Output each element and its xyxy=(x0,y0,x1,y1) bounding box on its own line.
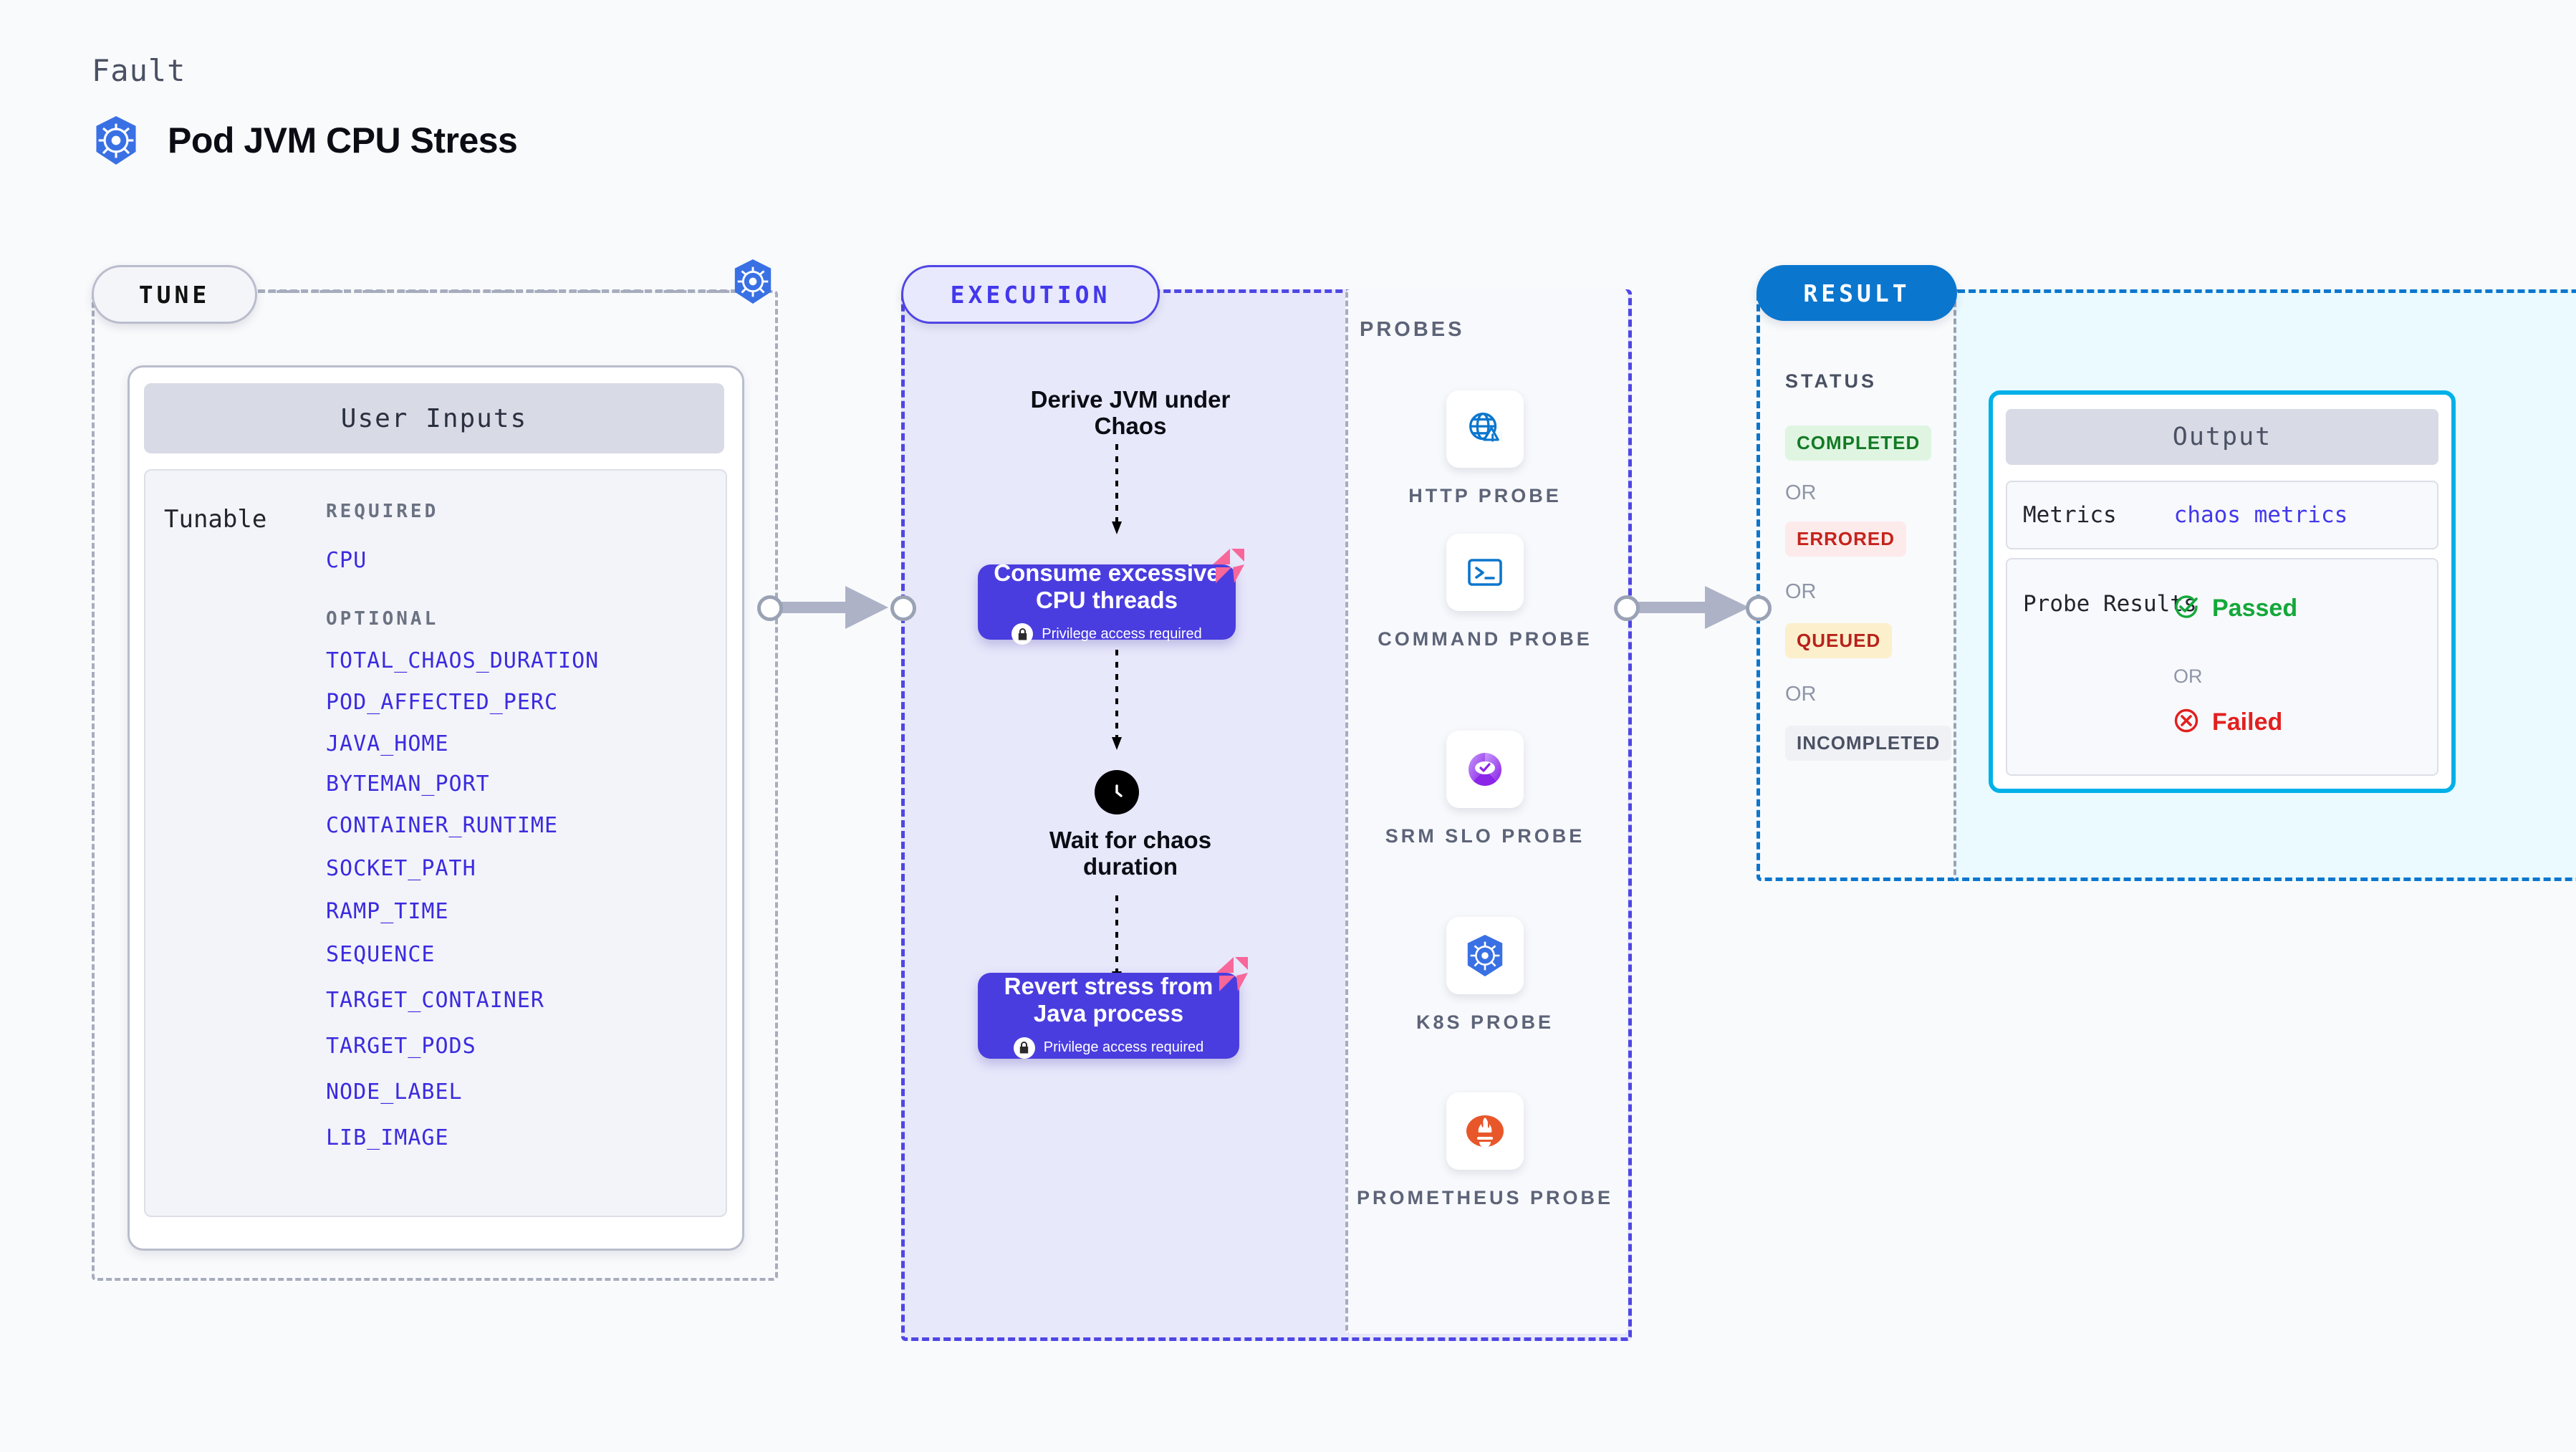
exec-action-consume-cpu[interactable]: Consume excessive CPU threads Privilege … xyxy=(978,549,1244,645)
user-inputs-header: User Inputs xyxy=(144,383,724,453)
probe-http[interactable]: HTTP PROBE xyxy=(1345,390,1625,509)
param-java-home[interactable]: JAVA_HOME xyxy=(326,731,449,756)
tune-pill[interactable]: TUNE xyxy=(92,265,257,324)
status-or-1: OR xyxy=(1785,481,1817,504)
result-zone xyxy=(1756,289,1964,881)
status-badge-completed: COMPLETED xyxy=(1785,425,1932,461)
metrics-value[interactable]: chaos metrics xyxy=(2173,502,2348,528)
connector-node-left xyxy=(757,595,783,621)
exec-action-revert-stress-note-text: Privilege access required xyxy=(1043,1039,1204,1056)
param-pod-affected-perc[interactable]: POD_AFFECTED_PERC xyxy=(326,690,559,715)
exec-action-consume-cpu-note-text: Privilege access required xyxy=(1042,625,1202,642)
page-title: Pod JVM CPU Stress xyxy=(168,120,518,160)
probe-results-label: Probe Results xyxy=(2023,591,2197,617)
lock-icon xyxy=(1011,623,1034,645)
tune-kubernetes-icon xyxy=(731,258,775,305)
param-target-container[interactable]: TARGET_CONTAINER xyxy=(326,988,544,1013)
group-heading-required: REQUIRED xyxy=(326,501,439,522)
terminal-icon xyxy=(1446,534,1524,611)
execution-pill-label: EXECUTION xyxy=(950,280,1111,309)
status-or-3: OR xyxy=(1785,683,1817,706)
param-node-label[interactable]: NODE_LABEL xyxy=(326,1080,463,1105)
chaos-marker-icon xyxy=(1209,954,1251,999)
metrics-label: Metrics xyxy=(2023,502,2117,528)
tune-connector-line xyxy=(258,289,759,293)
execution-pill[interactable]: EXECUTION xyxy=(901,265,1160,324)
probe-result-failed-label: Failed xyxy=(2212,708,2283,736)
probe-results-row: Probe Results Passed OR Failed xyxy=(2006,558,2438,776)
output-title: Output xyxy=(2172,423,2272,451)
probe-prometheus[interactable]: PROMETHEUS PROBE xyxy=(1345,1092,1625,1211)
connector-tune-to-execution xyxy=(765,582,908,637)
probe-command-label: COMMAND PROBE xyxy=(1378,628,1592,650)
clock-icon xyxy=(1095,770,1139,814)
exec-action-consume-cpu-title: Consume excessive CPU threads xyxy=(994,559,1220,613)
tunable-label: Tunable xyxy=(164,505,267,534)
x-circle-icon xyxy=(2172,706,2201,739)
exec-action-revert-stress-note: Privilege access required xyxy=(1013,1037,1204,1059)
page-eyebrow: Fault xyxy=(92,53,186,88)
globe-warning-icon xyxy=(1446,390,1524,468)
probe-k8s-label: K8S PROBE xyxy=(1416,1011,1554,1033)
output-card: Output Metrics chaos metrics Probe Resul… xyxy=(1989,390,2456,793)
tune-pill-label: TUNE xyxy=(138,280,211,309)
chaos-marker-icon xyxy=(1206,546,1247,591)
param-total-chaos-duration[interactable]: TOTAL_CHAOS_DURATION xyxy=(326,648,600,673)
probe-result-passed: Passed xyxy=(2172,592,2297,625)
status-label: STATUS xyxy=(1785,370,1877,392)
param-cpu[interactable]: CPU xyxy=(326,548,367,573)
probes-title: PROBES xyxy=(1360,318,1465,341)
page-title-row: Pod JVM CPU Stress xyxy=(92,115,518,166)
probe-result-or: OR xyxy=(2173,665,2203,687)
exec-arrow-2 xyxy=(1109,650,1125,758)
exec-action-revert-stress[interactable]: Revert stress from Java process Privileg… xyxy=(978,957,1248,1059)
connector-execution-to-result xyxy=(1620,582,1771,637)
slo-gauge-icon xyxy=(1446,731,1524,808)
kubernetes-icon xyxy=(1446,917,1524,994)
exec-arrow-1 xyxy=(1109,444,1125,542)
param-target-pods[interactable]: TARGET_PODS xyxy=(326,1034,476,1059)
tunable-box: Tunable REQUIRED CPU OPTIONAL TOTAL_CHAO… xyxy=(144,469,727,1217)
param-lib-image[interactable]: LIB_IMAGE xyxy=(326,1125,449,1150)
metrics-row: Metrics chaos metrics xyxy=(2006,481,2438,549)
status-badge-incompleted: INCOMPLETED xyxy=(1785,726,1952,761)
connector-node-right-2 xyxy=(1746,595,1772,621)
probe-srm-slo-label: SRM SLO PROBE xyxy=(1385,825,1585,847)
probe-http-label: HTTP PROBE xyxy=(1408,485,1562,506)
probe-command[interactable]: COMMAND PROBE xyxy=(1345,534,1625,652)
status-or-2: OR xyxy=(1785,580,1817,603)
group-heading-optional: OPTIONAL xyxy=(326,608,439,630)
exec-step-wait-duration: Wait for chaos duration xyxy=(1049,827,1212,880)
result-pill[interactable]: RESULT xyxy=(1756,265,1957,321)
param-ramp-time[interactable]: RAMP_TIME xyxy=(326,899,449,924)
param-byteman-port[interactable]: BYTEMAN_PORT xyxy=(326,771,490,797)
probe-k8s[interactable]: K8S PROBE xyxy=(1345,917,1625,1035)
connector-node-right xyxy=(890,595,916,621)
param-container-runtime[interactable]: CONTAINER_RUNTIME xyxy=(326,813,559,838)
probe-result-passed-label: Passed xyxy=(2212,595,2298,622)
probe-result-failed: Failed xyxy=(2172,706,2282,739)
result-pill-label: RESULT xyxy=(1803,279,1911,307)
prometheus-icon xyxy=(1446,1092,1524,1170)
probe-srm-slo[interactable]: SRM SLO PROBE xyxy=(1345,731,1625,849)
exec-step-derive-jvm: Derive JVM under Chaos xyxy=(1030,386,1231,439)
lock-icon xyxy=(1013,1037,1035,1059)
kubernetes-icon xyxy=(92,115,140,166)
param-socket-path[interactable]: SOCKET_PATH xyxy=(326,856,476,881)
user-inputs-card: User Inputs Tunable REQUIRED CPU OPTIONA… xyxy=(128,365,744,1251)
exec-action-revert-stress-title: Revert stress from Java process xyxy=(1004,973,1213,1027)
status-badge-queued: QUEUED xyxy=(1785,623,1893,658)
check-circle-icon xyxy=(2172,592,2201,625)
exec-action-consume-cpu-note: Privilege access required xyxy=(1011,623,1202,645)
user-inputs-title: User Inputs xyxy=(340,403,528,433)
output-header: Output xyxy=(2006,409,2438,465)
status-badge-errored: ERRORED xyxy=(1785,521,1907,557)
param-sequence[interactable]: SEQUENCE xyxy=(326,942,436,967)
connector-node-left-2 xyxy=(1614,595,1640,621)
probe-prometheus-label: PROMETHEUS PROBE xyxy=(1356,1187,1614,1208)
